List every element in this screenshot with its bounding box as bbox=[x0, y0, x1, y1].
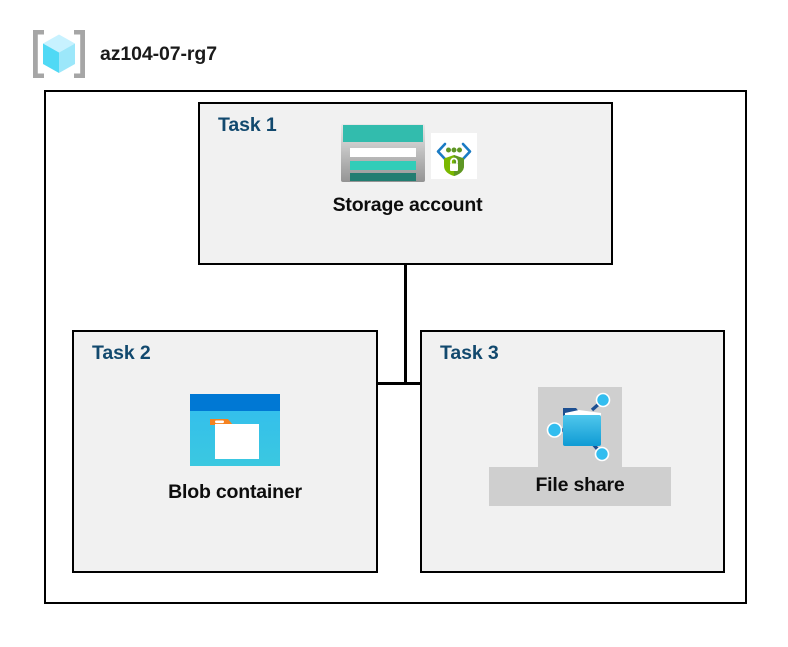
resource-group-header: az104-07-rg7 bbox=[30, 28, 217, 80]
blob-container-caption: Blob container bbox=[168, 481, 302, 503]
node-blob-container[interactable]: Blob container bbox=[120, 393, 350, 504]
file-share-caption: File share bbox=[489, 467, 671, 506]
task-2-label: Task 2 bbox=[92, 342, 151, 364]
node-file-share[interactable]: File share bbox=[470, 387, 690, 506]
blob-container-icon bbox=[189, 393, 281, 467]
storage-account-caption: Storage account bbox=[332, 194, 483, 216]
connector-storage-to-bus bbox=[404, 265, 407, 384]
task-1-label: Task 1 bbox=[218, 114, 277, 136]
secure-endpoint-icon bbox=[427, 122, 477, 179]
storage-account-icon bbox=[339, 122, 427, 184]
task-3-label: Task 3 bbox=[440, 342, 499, 364]
connector-horizontal-bus bbox=[236, 382, 573, 385]
file-share-icon bbox=[543, 392, 617, 462]
resource-group-icon bbox=[30, 28, 88, 80]
resource-group-title: az104-07-rg7 bbox=[100, 42, 217, 65]
storage-account-icon-row bbox=[339, 122, 477, 190]
file-share-icon-highlight bbox=[538, 387, 622, 467]
node-storage-account[interactable]: Storage account bbox=[275, 122, 540, 217]
